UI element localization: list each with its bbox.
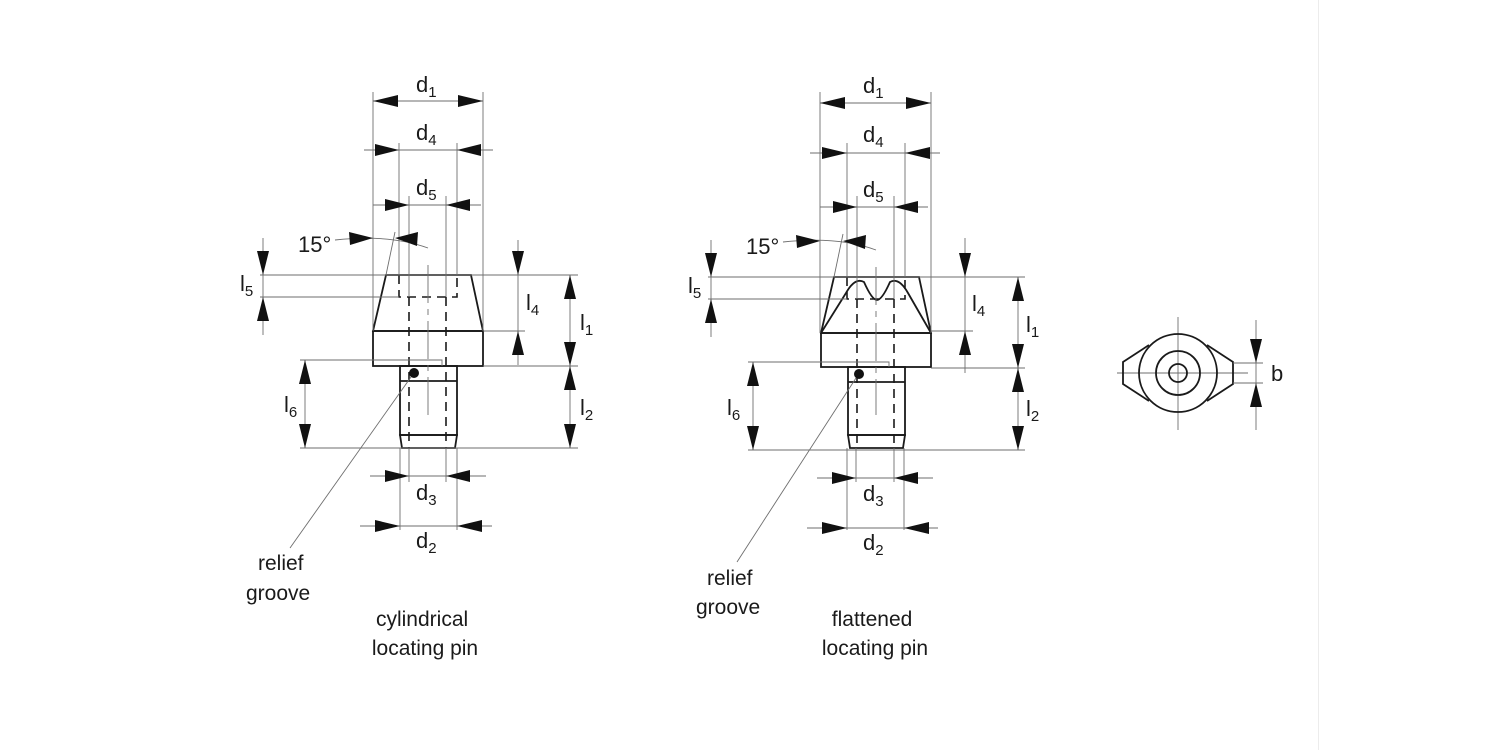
svg-text:l2: l2 — [580, 395, 593, 424]
svg-text:d4: d4 — [863, 122, 884, 151]
bore-circle — [1168, 363, 1188, 383]
svg-text:l4: l4 — [526, 290, 539, 319]
svg-text:l6: l6 — [727, 395, 740, 424]
dimension-l5: l5 — [688, 240, 717, 337]
svg-text:l1: l1 — [580, 310, 593, 339]
middle-circle — [1155, 350, 1201, 396]
figure-caption-flattened: flattened locating pin — [822, 608, 928, 660]
svg-text:l1: l1 — [1026, 312, 1039, 341]
extension-lines — [260, 92, 578, 530]
dimension-l2: l2 — [564, 366, 593, 448]
flattened-profile — [1122, 344, 1234, 402]
svg-text:d1: d1 — [416, 72, 437, 101]
dimension-l5: l5 — [240, 238, 269, 335]
svg-text:d5: d5 — [416, 175, 437, 204]
svg-text:d3: d3 — [416, 480, 437, 509]
cylindrical-pin-figure: d1 d4 d5 15° l5 — [240, 72, 593, 660]
dimension-d5: d5 — [820, 177, 928, 213]
outer-circle — [1138, 333, 1218, 413]
svg-text:15°: 15° — [746, 234, 779, 259]
dimension-b: b — [1233, 320, 1283, 430]
dimension-d5: d5 — [373, 175, 481, 211]
dimension-l6: l6 — [727, 362, 759, 450]
dimension-l1: l1 — [564, 275, 593, 366]
dimension-d2: d2 — [360, 520, 492, 557]
svg-text:l5: l5 — [240, 271, 253, 300]
dimension-d4: d4 — [810, 122, 940, 159]
angle-dimension-15deg: 15° — [746, 233, 877, 278]
svg-text:l4: l4 — [972, 291, 985, 320]
svg-text:b: b — [1271, 361, 1283, 386]
relief-groove-label: relief groove — [246, 552, 310, 605]
dimension-d2: d2 — [807, 522, 938, 559]
dimension-d4: d4 — [364, 120, 493, 156]
svg-text:d2: d2 — [863, 530, 884, 559]
dimension-l4: l4 — [959, 238, 985, 373]
svg-text:d1: d1 — [863, 73, 884, 102]
angle-dimension-15deg: 15° — [298, 231, 429, 276]
svg-text:d5: d5 — [863, 177, 884, 206]
relief-groove-label: relief groove — [696, 567, 760, 619]
svg-text:l2: l2 — [1026, 396, 1039, 425]
dimension-d3: d3 — [817, 472, 933, 510]
dimension-l4: l4 — [512, 240, 539, 365]
dimension-l1: l1 — [1012, 277, 1039, 368]
relief-groove-leader — [289, 376, 412, 549]
relief-groove-marker — [854, 369, 864, 379]
dimension-d1: d1 — [820, 73, 931, 109]
page-edge-divider — [1318, 0, 1319, 750]
dimension-l6: l6 — [284, 360, 311, 448]
svg-text:d2: d2 — [416, 528, 437, 557]
dimension-d3: d3 — [370, 470, 486, 509]
relief-groove-leader — [736, 377, 857, 563]
svg-text:15°: 15° — [298, 232, 331, 257]
extension-lines — [708, 92, 1025, 530]
svg-text:d4: d4 — [416, 120, 437, 149]
dimension-l2: l2 — [1012, 368, 1039, 450]
relief-groove-marker — [409, 368, 419, 378]
svg-text:l5: l5 — [688, 273, 701, 302]
flattened-pin-top-view: b — [1117, 317, 1283, 430]
dimension-d1: d1 — [373, 72, 483, 107]
svg-text:l6: l6 — [284, 392, 297, 421]
svg-text:d3: d3 — [863, 481, 884, 510]
flattened-pin-figure: d1 d4 d5 15° l5 — [688, 73, 1039, 660]
figure-caption-cylindrical: cylindrical locating pin — [372, 608, 478, 660]
